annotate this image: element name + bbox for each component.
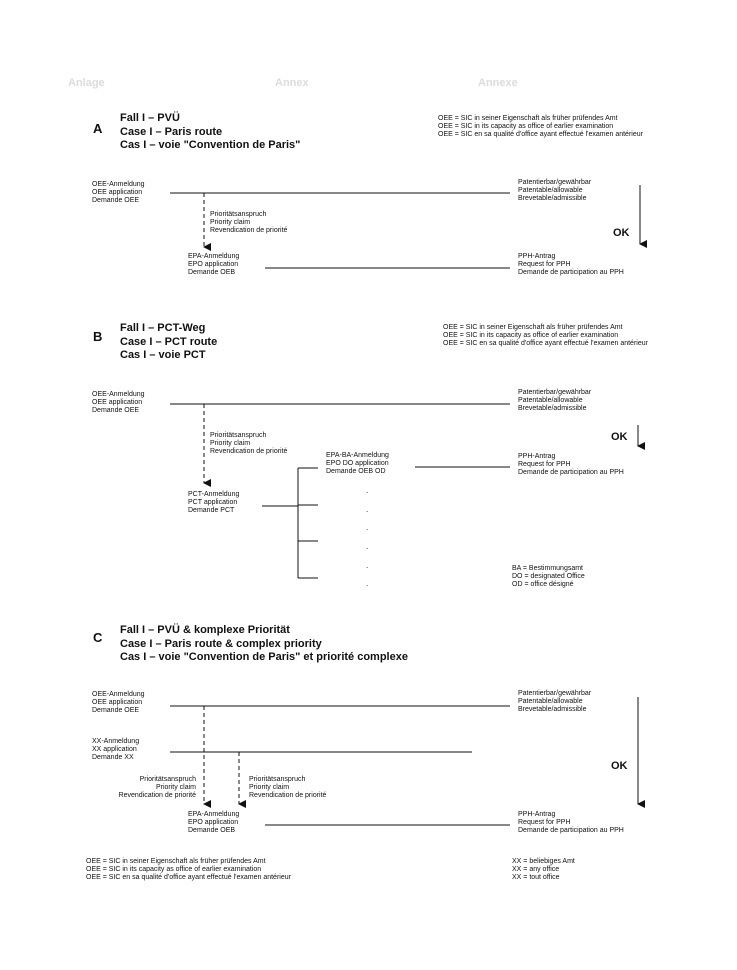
c-pph-request: PPH-Antrag Request for PPH Demande de pa…	[518, 811, 624, 834]
c-oee-application: OEE-Anmeldung OEE application Demande OE…	[92, 691, 145, 714]
b-ellipsis-dot: .	[366, 523, 369, 532]
b-ellipsis-dot: .	[366, 579, 369, 588]
a-patentable: Patentierbar/gewährbar Patentable/allowa…	[518, 179, 592, 202]
c-priority-claim-right: Prioritätsanspruch Priority claim Revend…	[249, 776, 327, 799]
section-c-title: Fall I – PVÜ & komplexe Priorität Case I…	[120, 624, 408, 663]
a-pph-request: PPH-Antrag Request for PPH Demande de pa…	[518, 253, 624, 276]
c-legend: XX = beliebiges Amt XX = any office XX =…	[512, 858, 575, 881]
b-oee-application: OEE-Anmeldung OEE application Demande OE…	[92, 391, 145, 414]
header-fr: Annexe	[478, 77, 518, 89]
b-priority-claim: Prioritätsanspruch Priority claim Revend…	[210, 432, 288, 455]
b-pct-application: PCT-Anmeldung PCT application Demande PC…	[188, 491, 240, 514]
header-de: Anlage	[68, 77, 105, 89]
b-patentable: Patentierbar/gewährbar Patentable/allowa…	[518, 389, 592, 412]
a-ok-label: OK	[613, 227, 630, 239]
c-note: OEE = SIC in seiner Eigenschaft als früh…	[86, 858, 291, 881]
section-a-note: OEE = SIC in seiner Eigenschaft als früh…	[438, 115, 643, 138]
c-ok-label: OK	[611, 760, 628, 772]
c-patentable: Patentierbar/gewährbar Patentable/allowa…	[518, 690, 592, 713]
b-ellipsis-dot: .	[366, 542, 369, 551]
b-ok-label: OK	[611, 431, 628, 443]
a-epa-application: EPA-Anmeldung EPO application Demande OE…	[188, 253, 240, 276]
c-xx-application: XX-Anmeldung XX application Demande XX	[92, 738, 140, 761]
a-oee-application: OEE-Anmeldung OEE application Demande OE…	[92, 181, 145, 204]
section-b-letter: B	[93, 329, 103, 344]
b-pph-request: PPH-Antrag Request for PPH Demande de pa…	[518, 453, 624, 476]
c-priority-claim-left: Prioritätsanspruch Priority claim Revend…	[118, 776, 196, 799]
b-ellipsis-dot: .	[366, 561, 369, 570]
b-ellipsis-dot: .	[366, 505, 369, 514]
c-epa-application: EPA-Anmeldung EPO application Demande OE…	[188, 811, 240, 834]
section-a-letter: A	[93, 121, 103, 136]
section-b-note: OEE = SIC in seiner Eigenschaft als früh…	[443, 324, 648, 347]
header-en: Annex	[275, 77, 309, 89]
a-priority-claim: Prioritätsanspruch Priority claim Revend…	[210, 211, 288, 234]
b-epa-ba-application: EPA-BA-Anmeldung EPO DO application Dema…	[326, 452, 389, 475]
section-b-title: Fall I – PCT-Weg Case I – PCT route Cas …	[120, 322, 218, 361]
b-ellipsis-dot: .	[366, 486, 369, 495]
section-c-letter: C	[93, 630, 103, 645]
b-legend: BA = Bestimmungsamt DO = designated Offi…	[512, 565, 585, 588]
section-a-title: Fall I – PVÜ Case I – Paris route Cas I …	[120, 112, 301, 151]
